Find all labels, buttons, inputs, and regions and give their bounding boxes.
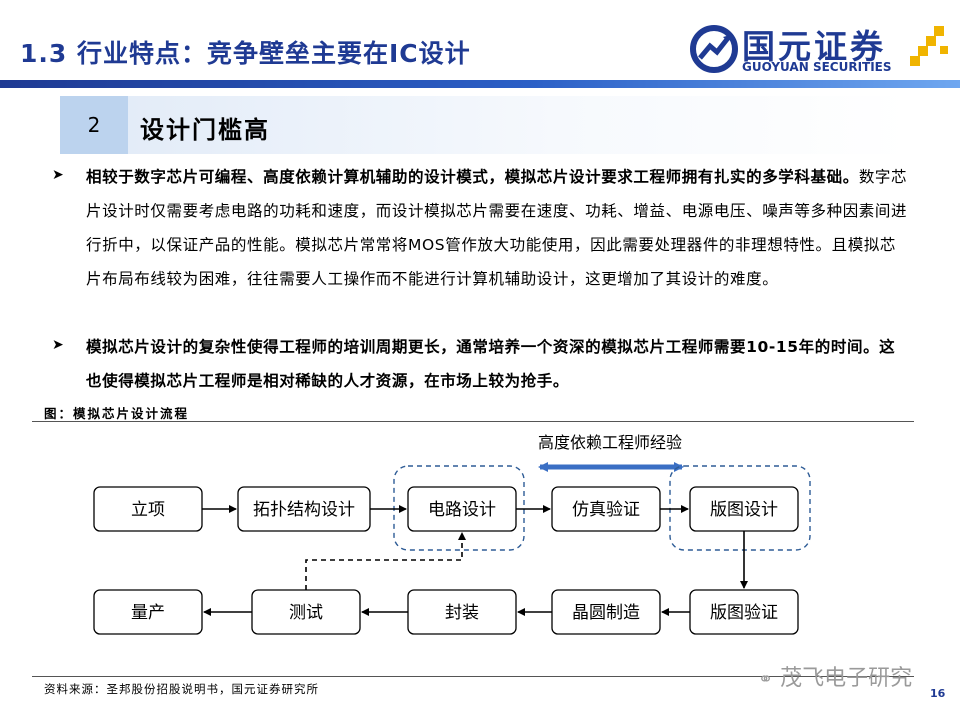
figure-label: 图：模拟芯片设计流程 [44, 406, 190, 421]
company-logo: 国元证券 GUOYUAN SECURITIES [690, 20, 952, 78]
experience-label: 高度依赖工程师经验 [538, 433, 682, 452]
bullet-1-text: 数字芯片设计时仅需要考虑电路的功耗和速度，而设计模拟芯片需要在速度、功耗、增益、… [86, 168, 908, 288]
experience-dashed-region-2 [669, 465, 811, 551]
node-topology-label: 拓扑结构设计 [253, 500, 355, 520]
section-banner [128, 96, 908, 154]
header-divider [0, 80, 960, 88]
node-project-label: 立项 [131, 500, 165, 520]
node-layout-label: 版图设计 [710, 500, 778, 520]
bullet-1-bold: 相较于数字芯片可编程、高度依赖计算机辅助的设计模式，模拟芯片设计要求工程师拥有扎… [86, 168, 859, 186]
source-note: 资料来源：圣邦股份招股说明书，国元证券研究所 [44, 682, 319, 696]
node-layout-verify-label: 版图验证 [710, 603, 778, 623]
section-title: 设计门槛高 [140, 116, 270, 144]
bullet-2-bold: 模拟芯片设计的复杂性使得工程师的培训周期更长，通常培养一个资深的模拟芯片工程师需… [86, 338, 896, 390]
page-number: 16 [930, 687, 946, 700]
node-simulation-label: 仿真验证 [572, 500, 640, 520]
bullet-paragraph-1: 相较于数字芯片可编程、高度依赖计算机辅助的设计模式，模拟芯片设计要求工程师拥有扎… [86, 160, 908, 296]
node-packaging-label: 封装 [445, 603, 479, 623]
bullet-arrow-icon: ➤ [52, 167, 64, 183]
figure-top-rule [32, 421, 914, 422]
logo-emblem-icon [690, 25, 738, 73]
node-production-label: 量产 [131, 603, 165, 623]
experience-dashed-region-1 [393, 465, 525, 551]
row1-nodes: 立项 拓扑结构设计 电路设计 仿真验证 版图设计 [93, 486, 799, 532]
section-number: 2 [60, 96, 128, 154]
bullet-paragraph-2: 模拟芯片设计的复杂性使得工程师的培训周期更长，通常培养一个资深的模拟芯片工程师需… [86, 330, 908, 398]
page-title: 1.3 行业特点：竞争壁垒主要在IC设计 [20, 39, 471, 68]
source-rule [32, 676, 914, 677]
node-test-label: 测试 [289, 603, 323, 623]
row2-nodes: 量产 测试 封装 晶圆制造 版图验证 [93, 589, 799, 635]
watermark: ⚭ 茂飞电子研究 [758, 660, 912, 692]
feedback-test-to-circuit [305, 532, 466, 590]
bullet-arrow-icon: ➤ [52, 337, 64, 353]
logo-stairs-icon [910, 26, 948, 66]
logo-text-cn: 国元证券 [742, 27, 886, 66]
logo-text-en: GUOYUAN SECURITIES [742, 60, 892, 74]
node-production-box [93, 589, 203, 635]
watermark-text: 茂飞电子研究 [780, 666, 913, 691]
wechat-icon: ⚭ [758, 669, 774, 690]
node-circuit-label: 电路设计 [428, 500, 496, 520]
node-wafer-label: 晶圆制造 [572, 603, 640, 623]
flow-arrows [202, 505, 748, 616]
